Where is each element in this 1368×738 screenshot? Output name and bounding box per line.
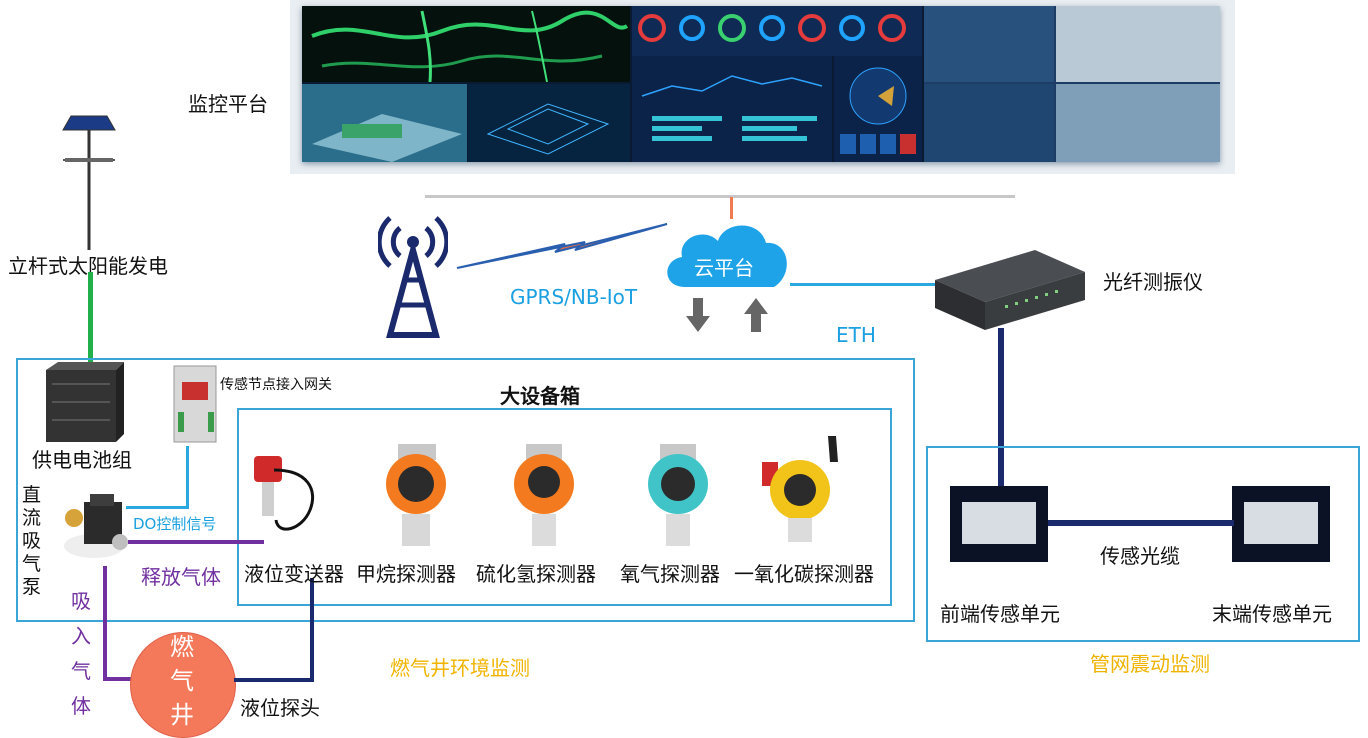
cloud-icon — [667, 225, 787, 287]
gas-well-monitor-label: 燃气井环境监测 — [390, 656, 530, 680]
vibrometer-cable — [998, 328, 1004, 490]
co-label: 一氧化碳探测器 — [734, 562, 874, 586]
battery-label: 供电电池组 — [32, 448, 132, 472]
equipment-box-outer — [16, 358, 915, 622]
h2s-label: 硫化氢探测器 — [476, 562, 596, 586]
cctv-screens — [924, 6, 1220, 162]
video-wall — [290, 0, 1235, 174]
cloud-uplink-line — [730, 197, 733, 219]
level-probe-line-v — [310, 578, 314, 682]
solar-panel-icon — [62, 115, 116, 250]
intake-gas-line-h — [103, 677, 143, 681]
release-gas-label: 释放气体 — [141, 565, 221, 589]
sensing-cable-label: 传感光缆 — [1100, 544, 1180, 568]
gas-well-label: 燃气井 — [170, 633, 194, 729]
do-signal-line-v — [186, 446, 189, 508]
eth-label: ETH — [836, 323, 876, 347]
intake-gas-line-v — [103, 566, 107, 681]
do-signal-line-h — [126, 506, 189, 509]
equipment-box-inner — [237, 408, 892, 606]
intake-gas-label: 吸入气体 — [71, 589, 91, 718]
methane-detector — [386, 444, 446, 546]
h2s-detector — [514, 444, 574, 546]
pipe-vibration-box — [926, 446, 1360, 642]
end-sensor-device — [1232, 486, 1330, 562]
fiber-vibrometer-device — [935, 250, 1085, 330]
gateway-device — [173, 365, 217, 443]
do-signal-label: DO控制信号 — [133, 515, 217, 533]
level-transmitter-device — [254, 456, 315, 531]
separator-line — [425, 195, 1015, 198]
down-arrow-icon — [686, 298, 710, 332]
gateway-label: 传感节点接入网关 — [220, 377, 332, 393]
lightning-icon — [456, 223, 668, 269]
eth-line — [790, 283, 940, 286]
co-detector — [762, 436, 838, 542]
oxygen-label: 氧气探测器 — [620, 562, 720, 586]
release-gas-line — [128, 540, 264, 544]
wireframe-screen — [468, 84, 630, 162]
big-box-label: 大设备箱 — [500, 384, 580, 408]
methane-label: 甲烷探测器 — [356, 562, 456, 586]
substation-screen — [302, 84, 467, 162]
end-sensor-label: 末端传感单元 — [1212, 602, 1332, 626]
level-probe-line-h — [234, 678, 314, 682]
dashboard-charts — [632, 56, 832, 162]
battery-cabinet — [46, 362, 124, 442]
pump-label: 直流吸气泵 — [22, 484, 42, 598]
front-sensor-label: 前端传感单元 — [940, 602, 1060, 626]
power-line — [88, 272, 93, 364]
antenna-tower-icon — [378, 216, 448, 338]
dashboard-gauges — [632, 6, 922, 56]
cloud-label: 云平台 — [694, 256, 754, 280]
front-sensor-device — [950, 486, 1048, 562]
pipe-vibration-label: 管网震动监测 — [1090, 652, 1210, 676]
fiber-vibrometer-label: 光纤测振仪 — [1103, 270, 1203, 294]
sensing-cable-line — [1048, 520, 1234, 526]
up-arrow-icon — [744, 298, 768, 332]
level-transmitter-label: 液位变送器 — [244, 562, 344, 586]
air-pump-device — [64, 494, 128, 558]
dashboard-radar — [834, 56, 922, 162]
oxygen-detector — [648, 444, 708, 546]
monitor-platform-label: 监控平台 — [188, 92, 268, 116]
gprs-label: GPRS/NB-IoT — [510, 285, 638, 309]
map-screen — [302, 6, 630, 82]
level-probe-label: 液位探头 — [240, 696, 320, 720]
